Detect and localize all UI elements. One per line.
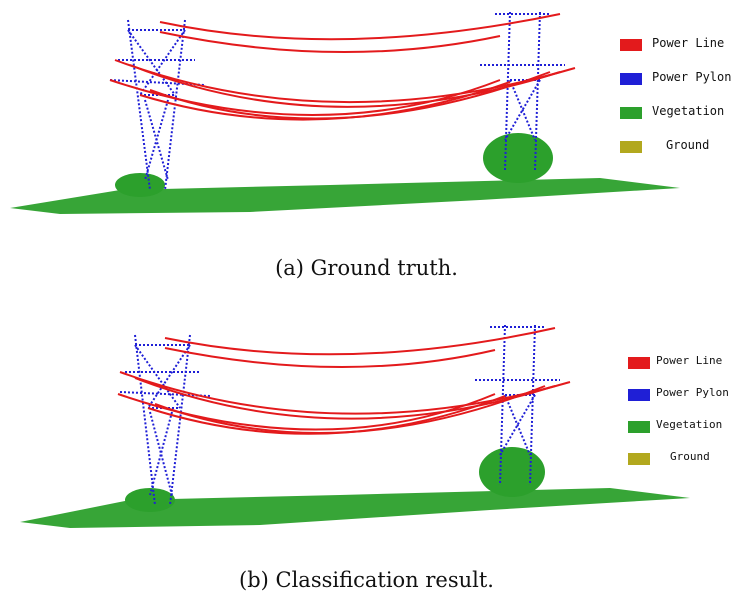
pylon-left bbox=[109, 19, 206, 191]
panel-ground-truth: Power Line Power Pylon Vegetation Ground… bbox=[0, 0, 733, 300]
legend-swatch-power-line bbox=[620, 39, 642, 51]
legend-label-power-pylon: Power Pylon bbox=[656, 386, 729, 399]
legend-label-ground: Ground bbox=[666, 138, 710, 152]
bush-right bbox=[479, 447, 545, 497]
legend-label-power-pylon: Power Pylon bbox=[652, 70, 732, 84]
point-cloud-scene-classification bbox=[20, 324, 690, 528]
bush-left bbox=[125, 488, 175, 512]
ground-vegetation-plane bbox=[20, 488, 690, 528]
legend-swatch-ground bbox=[628, 453, 650, 465]
legend-swatch-vegetation bbox=[620, 107, 642, 119]
point-cloud-scene-ground-truth bbox=[10, 11, 680, 214]
panel-classification-result: Power Line Power Pylon Vegetation Ground… bbox=[0, 300, 733, 601]
bush-right bbox=[483, 133, 553, 183]
power-lines bbox=[117, 327, 571, 435]
legend-swatch-power-pylon bbox=[628, 389, 650, 401]
ground-vegetation-plane bbox=[10, 178, 680, 214]
pylon-right bbox=[475, 324, 560, 486]
legend-swatch-ground bbox=[620, 141, 642, 153]
legend-swatch-vegetation bbox=[628, 421, 650, 433]
caption-ground-truth: (a) Ground truth. bbox=[275, 256, 458, 280]
legend-label-vegetation: Vegetation bbox=[652, 104, 725, 118]
bush-left bbox=[115, 173, 165, 197]
caption-classification-result: (b) Classification result. bbox=[239, 568, 494, 592]
legend-swatch-power-line bbox=[628, 357, 650, 369]
power-lines bbox=[109, 13, 576, 121]
legend-label-power-line: Power Line bbox=[652, 36, 725, 50]
legend-label-vegetation: Vegetation bbox=[656, 418, 723, 431]
legend-swatch-power-pylon bbox=[620, 73, 642, 85]
legend-label-power-line: Power Line bbox=[656, 354, 723, 367]
legend-label-ground: Ground bbox=[670, 450, 710, 463]
pylon-left bbox=[119, 334, 211, 506]
